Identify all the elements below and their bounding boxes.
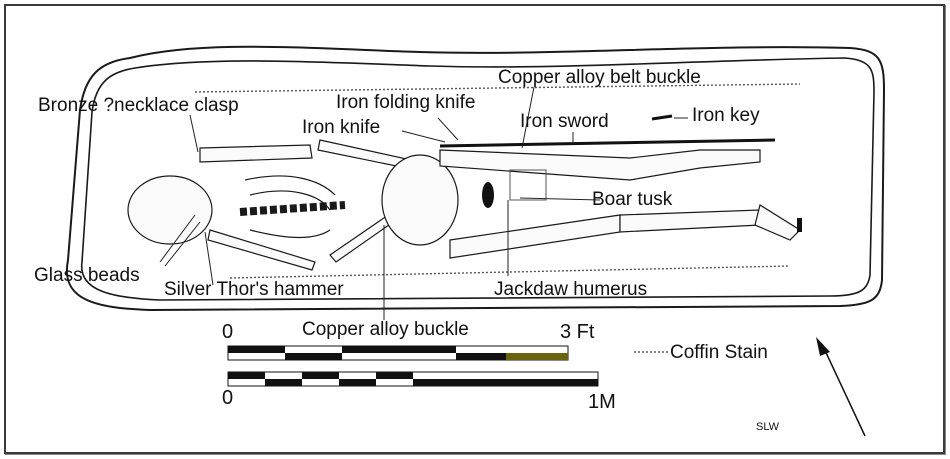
- tibia-lower: [619, 209, 761, 233]
- iron-key: [651, 114, 673, 121]
- ribs: [244, 175, 336, 239]
- label-iron-sword: Iron sword: [520, 111, 609, 132]
- coffin-outline: [80, 57, 875, 301]
- iron-object-foot: [797, 218, 802, 232]
- femur-lower: [449, 214, 621, 259]
- scale-metric-start: 0: [222, 387, 234, 409]
- coffin-stain-bottom: [229, 265, 791, 279]
- upper-arm-left: [207, 229, 316, 271]
- grave-cut-outline: [65, 45, 886, 312]
- label-boar-tusk: Boar tusk: [592, 189, 673, 210]
- skull: [127, 175, 213, 245]
- foot: [754, 204, 801, 241]
- legend-coffin-stain: Coffin Stain: [670, 342, 768, 363]
- pelvis: [381, 154, 459, 246]
- label-copper-alloy-buckle: Copper alloy buckle: [302, 319, 469, 340]
- spine: [239, 201, 346, 216]
- label-silver-thors-hammer: Silver Thor's hammer: [164, 279, 344, 300]
- north-arrow-icon: [816, 337, 866, 437]
- scale-bar-metric: [227, 371, 599, 387]
- skeleton: [127, 139, 801, 271]
- label-iron-key: Iron key: [692, 105, 760, 126]
- coffin-stain-top: [194, 83, 801, 93]
- leader-lines: [159, 86, 688, 320]
- label-bronze-necklace-clasp: Bronze ?necklace clasp: [38, 95, 239, 116]
- iron-sword: [439, 138, 776, 148]
- scale-imperial-end: 3 Ft: [560, 321, 595, 343]
- label-iron-folding-knife: Iron folding knife: [336, 92, 476, 113]
- label-jackdaw-humerus: Jackdaw humerus: [494, 279, 648, 300]
- upper-arm-right: [199, 144, 313, 163]
- author-initials: SLW: [756, 421, 780, 433]
- jackdaw-box: [509, 169, 547, 201]
- label-iron-knife: Iron knife: [302, 117, 381, 138]
- scale-metric-end: 1M: [588, 391, 616, 413]
- label-glass-beads: Glass beads: [34, 265, 140, 286]
- scale-bar-imperial: [227, 345, 569, 361]
- label-copper-alloy-belt-buckle: Copper alloy belt buckle: [498, 67, 701, 88]
- scale-imperial-start: 0: [222, 321, 234, 343]
- femur-upper: [439, 149, 761, 181]
- boar-tusk-object: [482, 182, 494, 208]
